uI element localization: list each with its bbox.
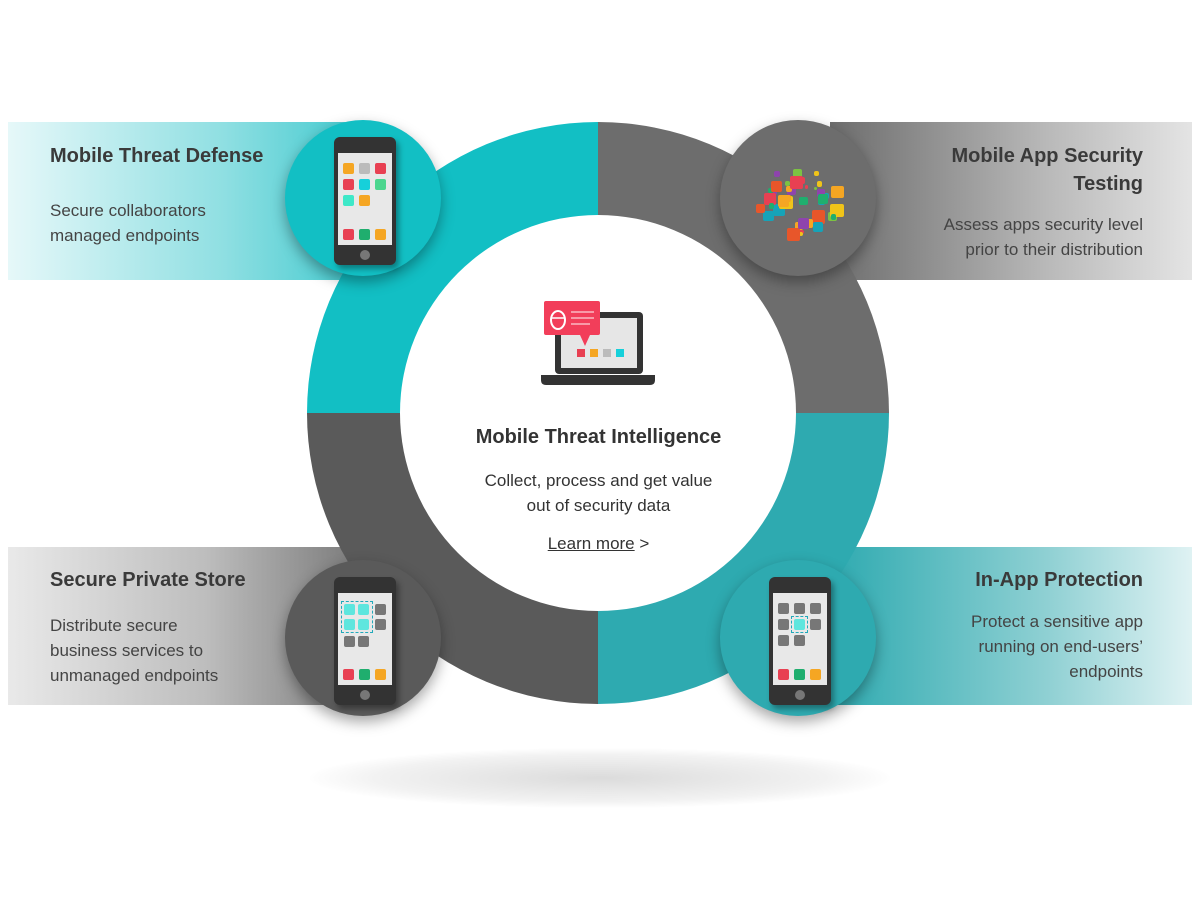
desc-line: Collect, process and get value [484,471,713,490]
app-tile-icon [763,211,774,222]
app-tile-icon [812,221,824,233]
app-tile-icon [811,210,826,224]
app-tile-icon [783,195,791,203]
app-tile-icon [798,231,804,237]
app-tile-icon [816,181,823,187]
center-circle [400,215,796,611]
segment-desc-in-app-protection: Protect a sensitive app running on end-u… [971,609,1143,684]
segment-desc-mobile-threat-defense: Secure collaborators managed endpoints [50,198,206,248]
app-tile-icon [755,203,765,214]
segment-title-secure-private-store: Secure Private Store [50,569,246,591]
circle-mobile-threat-defense [285,120,441,276]
center-description: Collect, process and get value out of se… [440,468,757,518]
desc-line: endpoints [1069,662,1143,681]
app-tile-icon [798,196,808,206]
app-cloud-icon [748,148,848,248]
desc-line: prior to their distribution [965,240,1143,259]
segment-desc-secure-private-store: Distribute secure business services to u… [50,613,218,688]
app-tile-icon [804,185,809,189]
desc-line: managed endpoints [50,226,200,245]
app-tile-icon [830,214,837,221]
learn-more-container: Learn more > [400,534,797,554]
app-tile-icon [814,171,820,176]
desc-line: running on end-users’ [978,637,1143,656]
app-tile-icon [786,186,792,192]
smartphone-store-icon [334,577,396,705]
app-tile-icon [829,203,844,218]
segment-title-in-app-protection: In-App Protection [975,569,1143,591]
app-tile-icon [813,186,817,191]
circle-mobile-app-security-testing [720,120,876,276]
desc-line: business services to [50,641,204,660]
smartphone-protected-app-icon [769,577,831,705]
desc-line: Distribute secure [50,616,178,635]
app-tile-icon [817,189,825,198]
app-tile-icon [768,187,774,193]
segment-title-mobile-app-security-testing: Mobile App Security Testing [951,142,1143,198]
app-tile-icon [768,203,775,210]
band-in-app-protection [830,547,1192,705]
app-tile-icon [777,194,790,207]
desc-line: unmanaged endpoints [50,666,219,685]
laptop-bug-alert-icon [541,301,655,385]
desc-line: out of security data [526,496,671,515]
app-tile-icon [787,228,800,241]
circle-secure-private-store [285,560,441,716]
segment-title-mobile-threat-defense: Mobile Threat Defense [50,145,264,167]
center-title: Mobile Threat Intelligence [475,426,722,448]
app-tile-icon [771,180,783,193]
chevron-right-icon: > [634,534,650,553]
desc-line: Secure collaborators [50,201,206,220]
app-tile-icon [818,194,828,204]
app-tile-icon [774,171,780,177]
app-tile-icon [764,192,777,205]
title-line: Testing [1073,173,1143,195]
app-tile-icon [831,185,844,199]
title-line: Mobile App Security [951,145,1143,167]
learn-more-link[interactable]: Learn more [547,534,635,553]
smartphone-apps-icon [334,137,396,265]
app-tile-icon [773,204,785,216]
circle-in-app-protection [720,560,876,716]
app-tile-icon [785,181,790,187]
app-tile-icon [798,218,809,229]
desc-line: Protect a sensitive app [971,612,1143,631]
app-tile-icon [789,175,804,190]
desc-line: Assess apps security level [943,215,1143,234]
app-tile-icon [792,169,802,179]
band-mobile-app-security-testing [830,122,1192,280]
ring-shadow [310,748,890,808]
segment-desc-mobile-app-security-testing: Assess apps security level prior to thei… [944,212,1143,262]
